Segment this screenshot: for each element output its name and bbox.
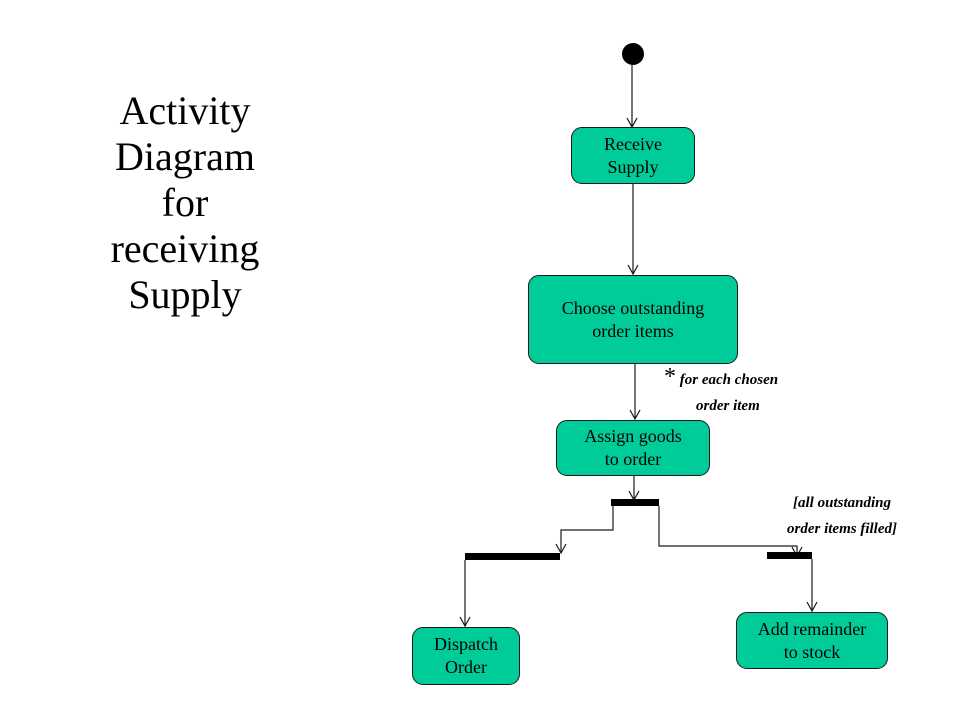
title-line: for — [161, 180, 209, 225]
iteration-line-1: * for each chosen — [664, 364, 778, 393]
iteration-annotation: * for each chosen order item — [664, 364, 778, 419]
iteration-line-2: order item — [696, 398, 760, 414]
edge-fork-to-left-bar — [555, 506, 614, 555]
title-line: Activity — [119, 88, 251, 133]
join-bar-left — [465, 553, 560, 560]
activity-assign-goods: Assign goods to order — [556, 420, 710, 476]
iteration-text: for each chosen — [679, 372, 779, 388]
start-node — [622, 43, 644, 65]
activity-add-remainder-to-stock: Add remainder to stock — [736, 612, 888, 669]
guard-line: [all outstanding — [793, 495, 891, 511]
fork-bar — [611, 499, 659, 506]
node-label: Order — [445, 657, 487, 677]
join-bar-right — [767, 552, 812, 559]
activity-receive-supply: Receive Supply — [571, 127, 695, 184]
node-label: Supply — [607, 156, 659, 177]
node-label: Dispatch — [434, 634, 498, 654]
title-line: Diagram — [115, 134, 255, 179]
node-label: Choose outstanding — [561, 297, 705, 318]
node-label: order items — [592, 320, 674, 341]
node-label: to order — [604, 449, 662, 469]
iteration-star: * — [664, 364, 676, 390]
guard-line: order items filled] — [787, 521, 897, 537]
title-line: receiving — [110, 226, 260, 271]
guard-condition: [all outstanding order items filled] — [752, 490, 932, 542]
edge-fork-to-right-bar — [658, 506, 803, 558]
node-label: to stock — [783, 641, 841, 662]
node-label: Assign goods — [584, 426, 682, 446]
title-line: Supply — [128, 272, 242, 317]
activity-dispatch-order: Dispatch Order — [412, 627, 520, 685]
diagram-title: Activity Diagram for receiving Supply — [70, 88, 300, 318]
activity-choose-outstanding-items: Choose outstanding order items — [528, 275, 738, 364]
node-label: Add remainder — [757, 618, 867, 639]
node-label: Receive — [604, 133, 662, 154]
